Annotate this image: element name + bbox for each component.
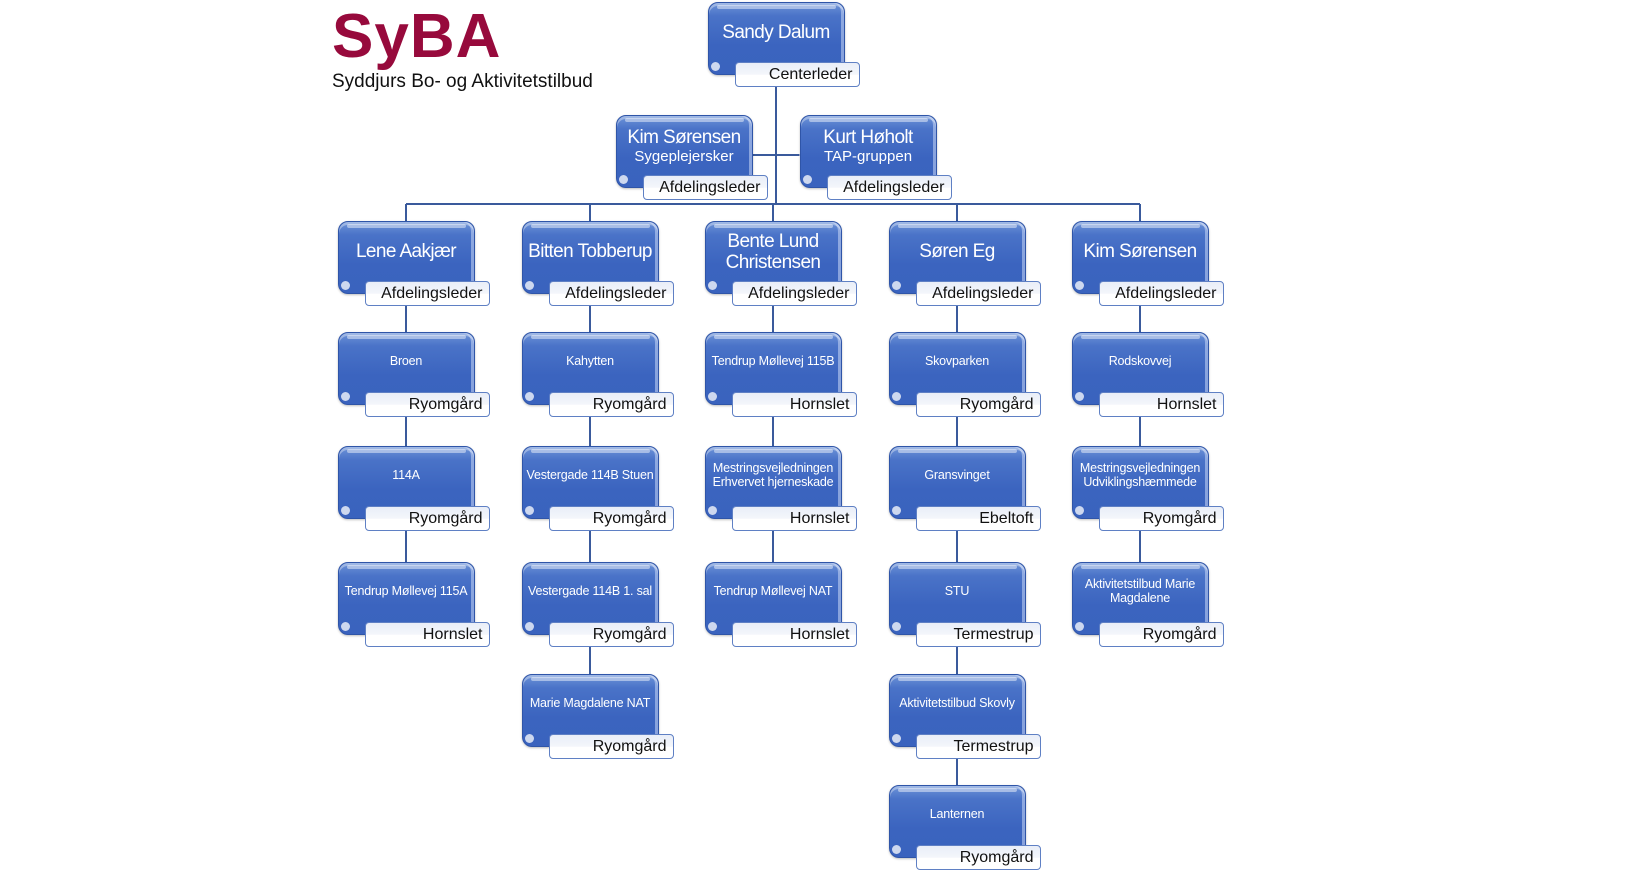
node-name: Aktivitetstilbud Marie Magdalene xyxy=(1084,576,1196,605)
node-role-label: Afdelingsleder xyxy=(915,281,1041,306)
node-role-label: Afdelingsleder xyxy=(1098,281,1224,306)
node-subtitle: Sygeplejersker xyxy=(634,147,734,165)
node-name: Sandy Dalum xyxy=(722,22,830,43)
node-name: Mestringsvejledningen Udviklingshæmmede xyxy=(1079,460,1201,489)
node-name: Søren Eg xyxy=(919,241,995,262)
node-name: Marie Magdalene NAT xyxy=(529,695,651,710)
node-name: Tendrup Møllevej 115B xyxy=(711,353,835,368)
node-name: Bitten Tobberup xyxy=(528,241,652,262)
node-name: Aktivitetstilbud Skovly xyxy=(899,695,1015,710)
node-role-label: Ryomgård xyxy=(548,622,674,647)
node-subtitle: TAP-gruppen xyxy=(823,147,913,165)
node-name: Kim Sørensen xyxy=(1083,241,1197,262)
node-role-label: Afdelingsleder xyxy=(548,281,674,306)
node-name: Rodskovvej xyxy=(1108,353,1172,368)
node-role-label: Hornslet xyxy=(731,392,857,417)
node-role-label: Afdelingsleder xyxy=(826,175,952,200)
node-name: Lene Aakjær xyxy=(355,241,457,262)
node-role-label: Termestrup xyxy=(915,734,1041,759)
node-role-label: Centerleder xyxy=(734,62,860,87)
node-name: Kim Sørensen xyxy=(627,126,741,148)
brand-logo-title: SyBA xyxy=(332,2,502,71)
node-role-label: Ryomgård xyxy=(548,506,674,531)
node-role-label: Afdelingsleder xyxy=(364,281,490,306)
node-role-label: Hornslet xyxy=(364,622,490,647)
node-name: Mestringsvejledningen Erhvervet hjernesk… xyxy=(712,460,834,489)
node-name: Gransvinget xyxy=(924,467,990,482)
node-name: Bente Lund Christensen xyxy=(725,230,821,273)
brand-subtitle: Syddjurs Bo- og Aktivitetstilbud xyxy=(332,71,593,92)
node-role-label: Hornslet xyxy=(731,622,857,647)
node-name: Kahytten xyxy=(566,353,614,368)
node-role-label: Ryomgård xyxy=(915,392,1041,417)
node-role-label: Termestrup xyxy=(915,622,1041,647)
node-name: STU xyxy=(944,583,970,598)
node-role-label: Ryomgård xyxy=(364,392,490,417)
node-role-label: Hornslet xyxy=(731,506,857,531)
node-role-label: Ryomgård xyxy=(364,506,490,531)
node-name: Tendrup Møllevej 115A xyxy=(344,583,468,598)
node-role-label: Hornslet xyxy=(1098,392,1224,417)
node-name: Kurt Høholt xyxy=(823,126,913,148)
node-role-label: Ryomgård xyxy=(548,734,674,759)
node-name: Lanternen xyxy=(929,806,985,821)
node-role-label: Afdelingsleder xyxy=(731,281,857,306)
node-name: 114A xyxy=(392,467,420,482)
node-role-label: Ryomgård xyxy=(1098,506,1224,531)
node-name: Skovparken xyxy=(924,353,989,368)
node-role-label: Afdelingsleder xyxy=(642,175,768,200)
node-role-label: Ryomgård xyxy=(548,392,674,417)
node-name: Vestergade 114B Stuen xyxy=(526,467,654,482)
node-role-label: Ryomgård xyxy=(1098,622,1224,647)
node-role-label: Ebeltoft xyxy=(915,506,1041,531)
node-name: Broen xyxy=(389,353,423,368)
node-role-label: Ryomgård xyxy=(915,845,1041,870)
node-name: Tendrup Møllevej NAT xyxy=(713,583,833,598)
node-name: Vestergade 114B 1. sal xyxy=(528,583,652,598)
